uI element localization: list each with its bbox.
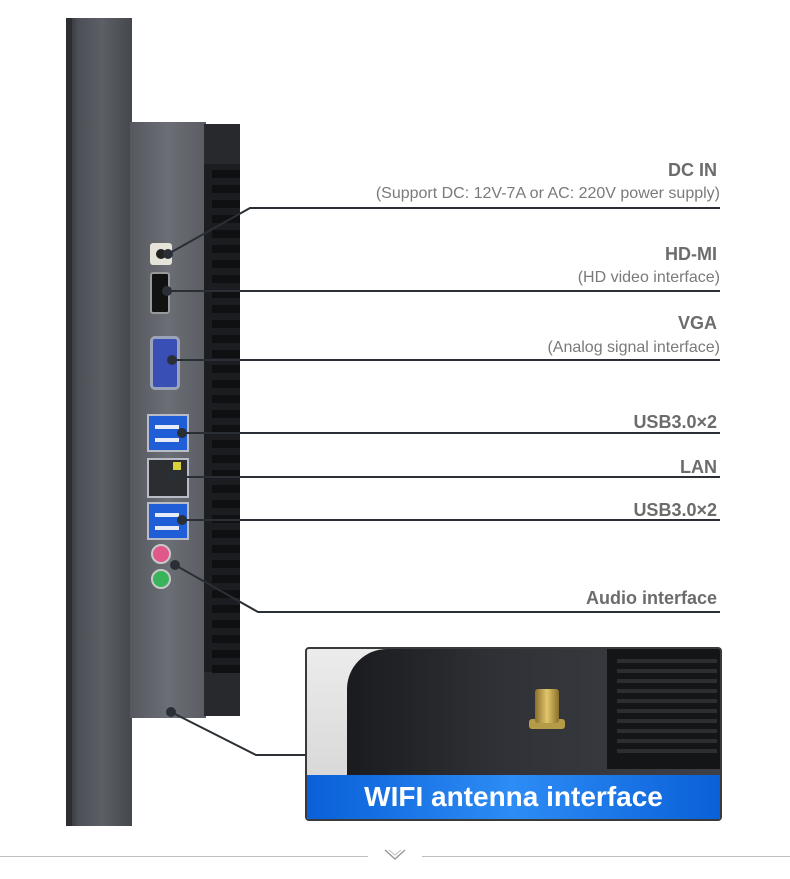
heatsink-fin bbox=[212, 170, 240, 178]
callout-hdmi-subtitle: (HD video interface) bbox=[577, 269, 720, 286]
callout-hdmi-title: HD-MI bbox=[665, 244, 717, 264]
callout-dot-audio bbox=[170, 560, 180, 570]
heatsink-fin bbox=[212, 440, 240, 448]
callout-lan-title: LAN bbox=[680, 457, 717, 477]
heatsink-fin bbox=[212, 185, 240, 193]
inset-banner: WIFI antenna interface bbox=[307, 775, 720, 819]
callout-dot-wifi bbox=[166, 707, 176, 717]
audio-mic-jack bbox=[151, 544, 171, 564]
heatsink-fin bbox=[212, 365, 240, 373]
heatsink-fin bbox=[212, 275, 240, 283]
inset-heatsink-fin bbox=[617, 719, 717, 723]
monitor-bezel-edge bbox=[66, 18, 72, 826]
heatsink-fin bbox=[212, 455, 240, 463]
heatsink-fin bbox=[212, 395, 240, 403]
heatsink-fin bbox=[212, 350, 240, 358]
callout-vga-subtitle: (Analog signal interface) bbox=[547, 339, 720, 356]
heatsink-fin bbox=[212, 425, 240, 433]
usb-port-upper bbox=[147, 414, 189, 452]
audio-out-jack bbox=[151, 569, 171, 589]
antenna-connector bbox=[535, 689, 559, 723]
heatsink-cap-bottom bbox=[204, 672, 240, 716]
heatsink-fin bbox=[212, 485, 240, 493]
heatsink-fin bbox=[212, 635, 240, 643]
wifi-antenna-inset: WIFI antenna interface bbox=[305, 647, 722, 821]
callout-line-wifi bbox=[170, 711, 305, 756]
callout-audio-title: Audio interface bbox=[585, 588, 717, 608]
heatsink-fin bbox=[212, 575, 240, 583]
inset-heatsink-fin bbox=[617, 679, 717, 683]
heatsink-fin bbox=[212, 380, 240, 388]
heatsink-fin bbox=[212, 470, 240, 478]
inset-heatsink-fin bbox=[617, 689, 717, 693]
inset-heatsink-fin bbox=[617, 669, 717, 673]
callout-vga-title: VGA bbox=[677, 313, 717, 333]
callout-dc-in-title: DC IN bbox=[668, 160, 717, 180]
heatsink-fin bbox=[212, 545, 240, 553]
callout-line-dc-in bbox=[167, 207, 720, 255]
callout-usb-upper-title: USB3.0×2 bbox=[633, 412, 717, 432]
callout-dot-dc-in bbox=[163, 249, 173, 259]
callout-usb-lower-title: USB3.0×2 bbox=[633, 500, 717, 520]
heatsink-fin bbox=[212, 650, 240, 658]
chevron-down-icon bbox=[384, 849, 406, 861]
heatsink-fin bbox=[212, 530, 240, 538]
heatsink-fin bbox=[212, 605, 240, 613]
callout-dot-hdmi bbox=[162, 286, 172, 296]
callout-dot-lan bbox=[167, 472, 177, 482]
callout-dc-in-subtitle: (Support DC: 12V-7A or AC: 220V power su… bbox=[375, 185, 720, 202]
inset-heatsink-fin bbox=[617, 699, 717, 703]
dc-in-port bbox=[150, 243, 172, 265]
heatsink-fin bbox=[212, 410, 240, 418]
inset-heatsink-fin bbox=[617, 709, 717, 713]
antenna-connector-base bbox=[529, 719, 565, 729]
heatsink-fin bbox=[212, 200, 240, 208]
heatsink-fin bbox=[212, 335, 240, 343]
lan-led bbox=[173, 462, 181, 470]
heatsink-fin bbox=[212, 305, 240, 313]
callout-line-audio bbox=[174, 564, 720, 613]
heatsink-fin bbox=[212, 665, 240, 673]
vga-port bbox=[150, 336, 180, 390]
heatsink-fin bbox=[212, 290, 240, 298]
heatsink-fin bbox=[212, 320, 240, 328]
divider-right bbox=[422, 856, 790, 857]
heatsink-fin bbox=[212, 245, 240, 253]
heatsink-fin bbox=[212, 620, 240, 628]
heatsink-fin bbox=[212, 500, 240, 508]
monitor-bezel bbox=[66, 18, 132, 826]
inset-heatsink-fin bbox=[617, 659, 717, 663]
heatsink-fin bbox=[212, 260, 240, 268]
heatsink-fin bbox=[212, 215, 240, 223]
callout-dot-usb-lower bbox=[177, 515, 187, 525]
heatsink-cap-top bbox=[204, 124, 240, 164]
inset-heatsink-fin bbox=[617, 749, 717, 753]
inset-heatsink-fin bbox=[617, 739, 717, 743]
inset-heatsink-fin bbox=[617, 729, 717, 733]
callout-dot-vga bbox=[167, 355, 177, 365]
callout-dot-usb-upper bbox=[177, 428, 187, 438]
divider-left bbox=[0, 856, 368, 857]
heatsink-fin bbox=[212, 230, 240, 238]
heatsink-fin bbox=[212, 560, 240, 568]
